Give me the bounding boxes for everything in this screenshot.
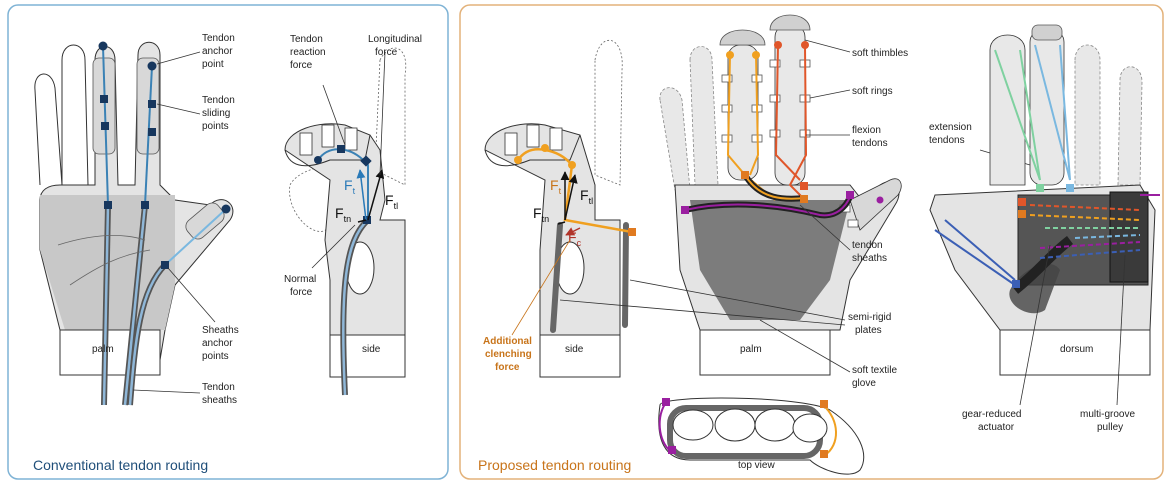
soft-thimbles-label: soft thimbles xyxy=(805,40,908,59)
tendon-sheaths-label-left: Tendon sheaths xyxy=(133,382,237,406)
svg-text:reaction: reaction xyxy=(290,47,326,58)
svg-text:soft textile: soft textile xyxy=(852,365,897,376)
soft-rings-label: soft rings xyxy=(810,86,893,98)
svg-text:points: points xyxy=(202,351,229,362)
palm-label-right: palm xyxy=(740,344,762,355)
tendon-anchor-label: Tendon anchor point xyxy=(157,33,235,70)
svg-text:Tendon: Tendon xyxy=(202,382,235,393)
svg-text:tendons: tendons xyxy=(852,138,888,149)
svg-text:anchor: anchor xyxy=(202,46,233,57)
svg-text:pulley: pulley xyxy=(1097,422,1123,433)
dorsum-label: dorsum xyxy=(1060,344,1093,355)
right-caption: Proposed tendon routing xyxy=(478,457,631,473)
svg-text:points: points xyxy=(202,121,229,132)
top-view-label: top view xyxy=(738,460,775,471)
svg-text:glove: glove xyxy=(852,378,876,389)
svg-text:flexion: flexion xyxy=(852,125,881,136)
svg-text:plates: plates xyxy=(855,325,882,336)
svg-text:sliding: sliding xyxy=(202,108,230,119)
ftl-force-left: Ftl xyxy=(385,192,398,211)
svg-text:Sheaths: Sheaths xyxy=(202,325,239,336)
svg-text:Tendon: Tendon xyxy=(290,34,323,45)
svg-text:clenching: clenching xyxy=(485,349,532,360)
svg-text:tendon: tendon xyxy=(852,240,883,251)
svg-text:sheaths: sheaths xyxy=(202,395,237,406)
svg-text:Longitudinal: Longitudinal xyxy=(368,34,422,45)
svg-text:sheaths: sheaths xyxy=(852,253,887,264)
svg-text:Tendon: Tendon xyxy=(202,33,235,44)
flexion-tendons-label: flexion tendons xyxy=(806,125,888,149)
side-label-left: side xyxy=(362,344,381,355)
svg-text:semi-rigid: semi-rigid xyxy=(848,312,891,323)
sheaths-anchor-label: Sheaths anchor points xyxy=(168,268,239,362)
svg-text:force: force xyxy=(375,47,398,58)
svg-text:gear-reduced: gear-reduced xyxy=(962,409,1021,420)
svg-text:anchor: anchor xyxy=(202,338,233,349)
side-label-right: side xyxy=(565,344,584,355)
svg-text:point: point xyxy=(202,59,224,70)
dorsum-hand xyxy=(930,25,1160,375)
svg-text:Normal: Normal xyxy=(284,274,316,285)
svg-text:Additional: Additional xyxy=(483,336,532,347)
tendon-sliding-label: Tendon sliding points xyxy=(157,95,235,132)
svg-text:Tendon: Tendon xyxy=(202,95,235,106)
svg-text:force: force xyxy=(495,362,520,373)
svg-text:force: force xyxy=(290,60,313,71)
svg-text:tendons: tendons xyxy=(929,135,965,146)
svg-text:multi-groove: multi-groove xyxy=(1080,409,1135,420)
svg-text:soft rings: soft rings xyxy=(852,86,893,97)
right-side-view xyxy=(485,40,636,377)
svg-text:soft thimbles: soft thimbles xyxy=(852,48,908,59)
left-caption: Conventional tendon routing xyxy=(33,457,208,473)
palm-label-left: palm xyxy=(92,344,114,355)
svg-text:force: force xyxy=(290,287,313,298)
svg-text:actuator: actuator xyxy=(978,422,1015,433)
svg-text:extension: extension xyxy=(929,122,972,133)
